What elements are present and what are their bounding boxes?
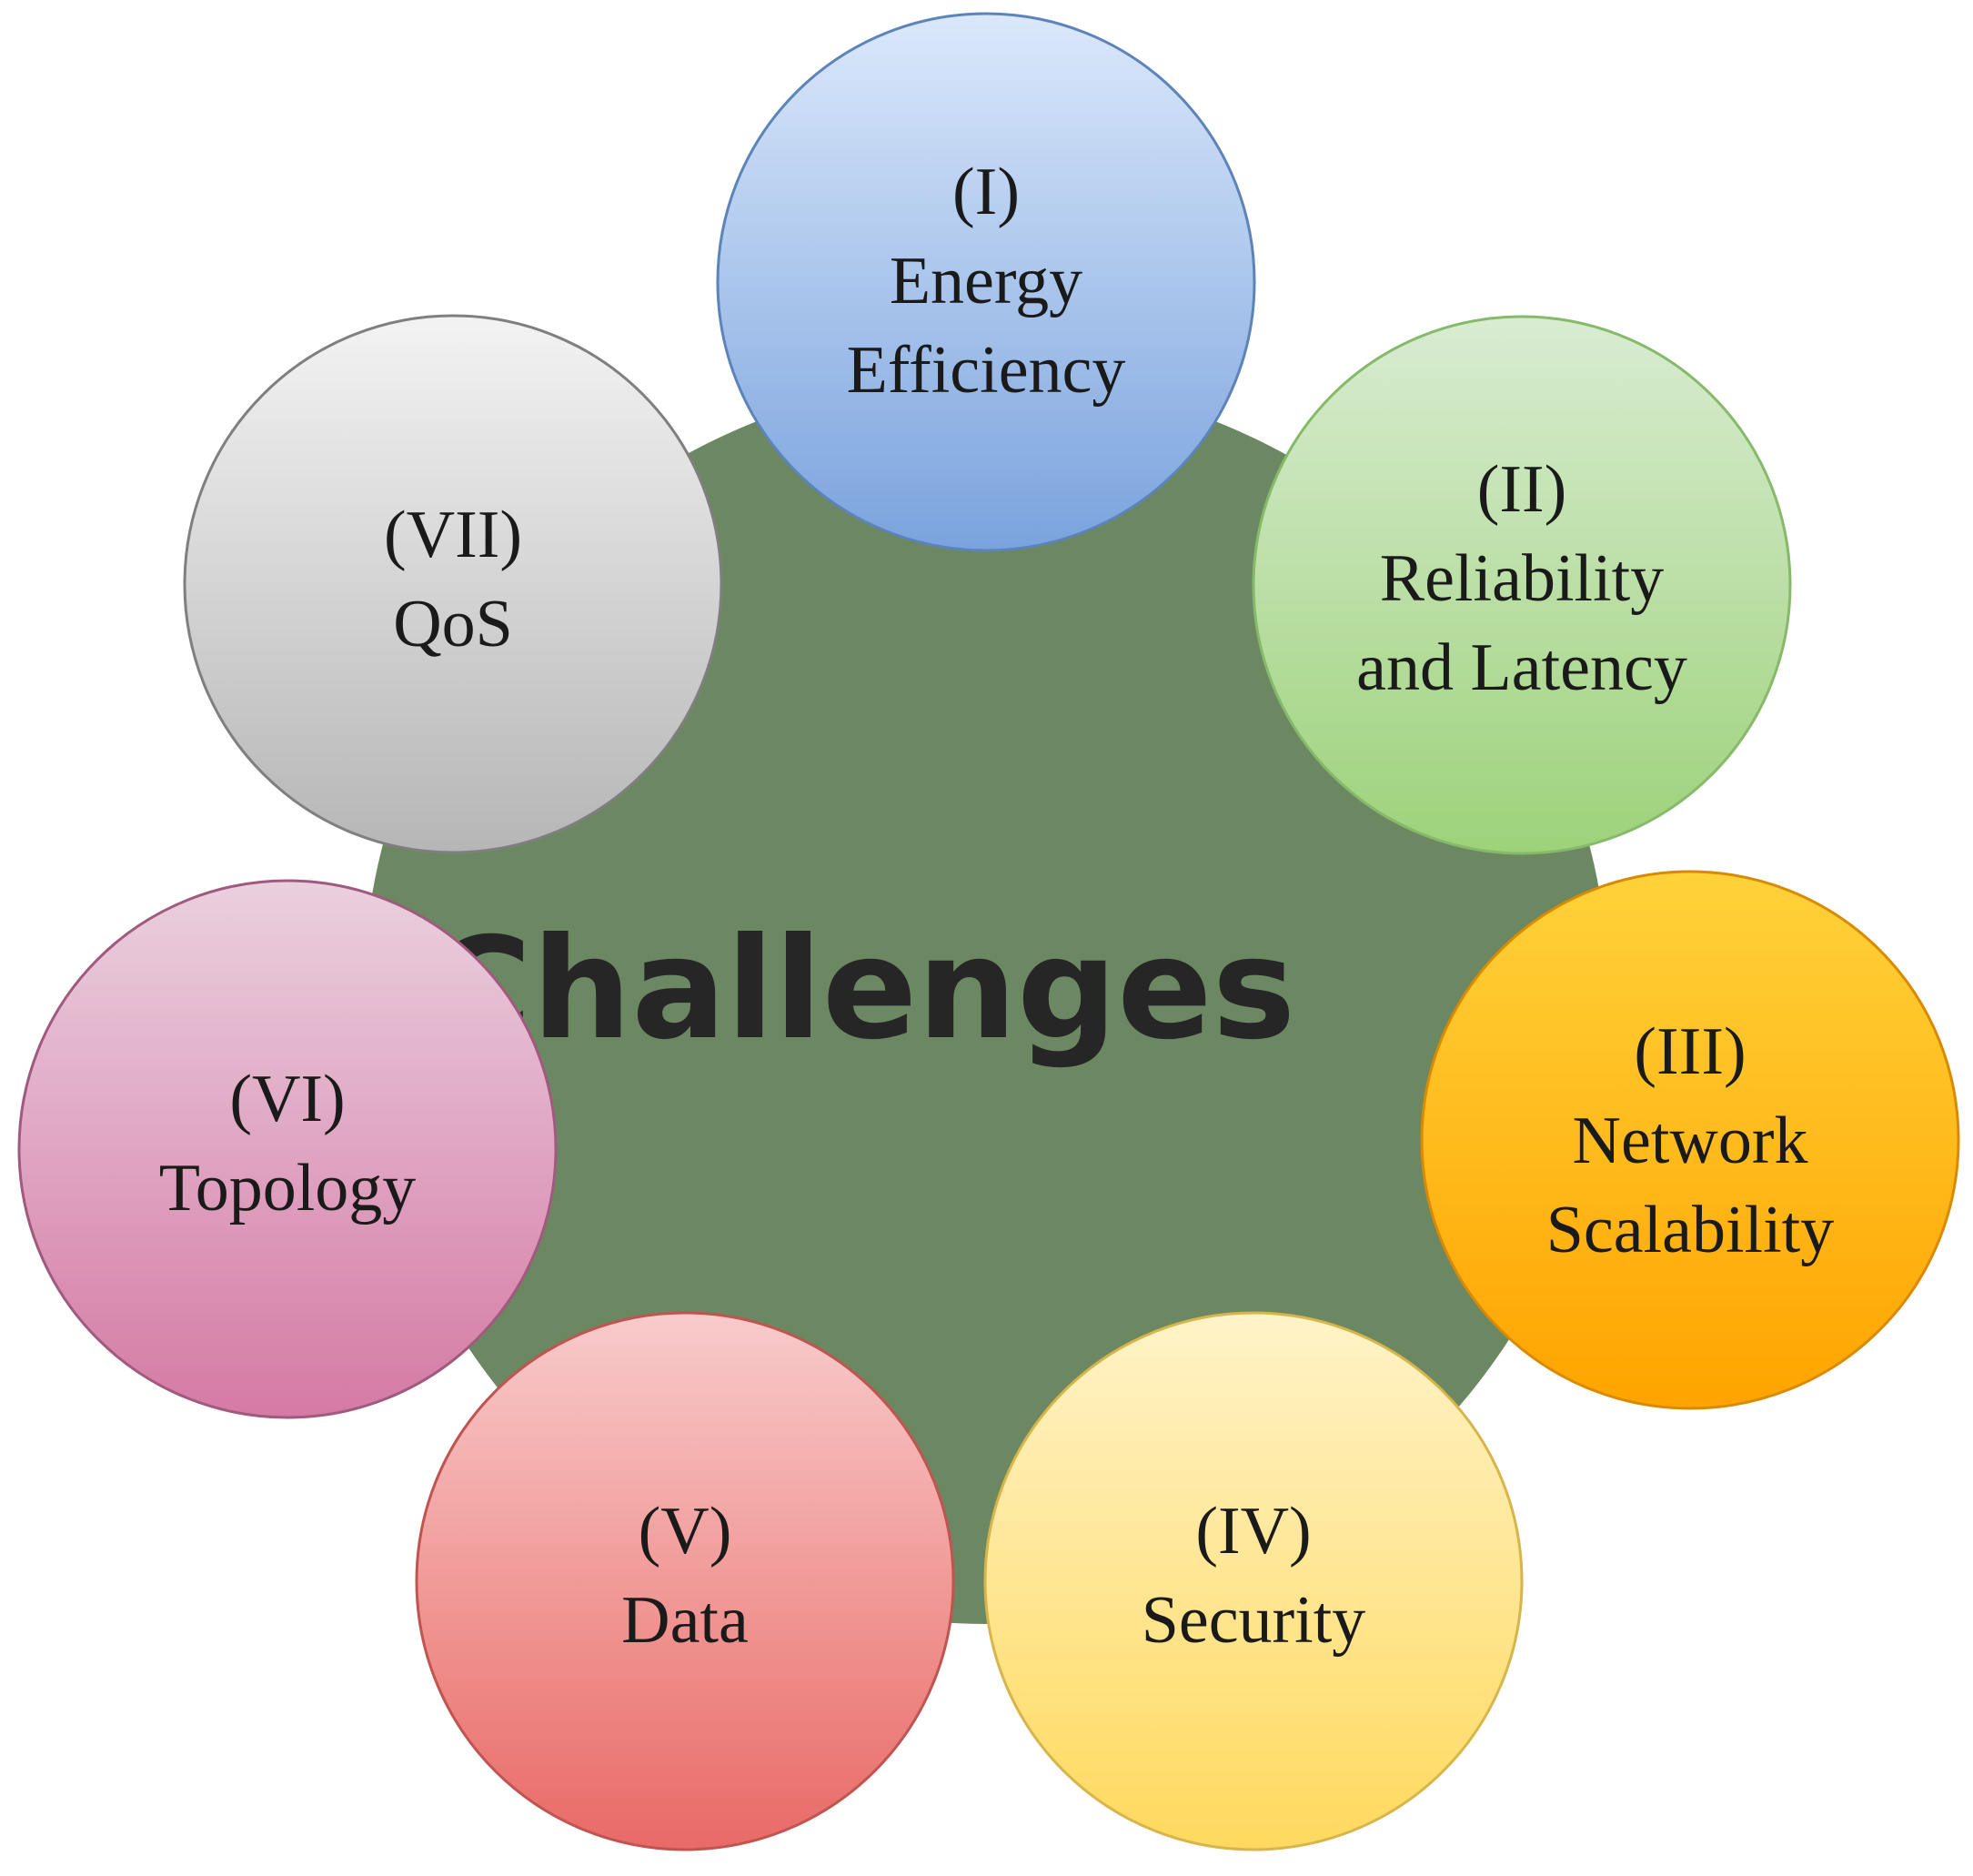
node-numeral-reliability-latency: (II) [1477, 452, 1567, 527]
node-numeral-topology: (VI) [229, 1062, 345, 1136]
node-label-reliability-latency: Reliability [1380, 541, 1664, 616]
node-label-security: Security [1142, 1583, 1366, 1658]
node-reliability-latency: (II) Reliability and Latency [1252, 315, 1792, 855]
node-numeral-network-scalability: (III) [1634, 1014, 1746, 1089]
node-label-energy-efficiency: Efficiency [847, 333, 1126, 408]
node-security: (IV) Security [983, 1311, 1524, 1851]
node-circle-qos [183, 314, 723, 854]
node-numeral-security: (IV) [1195, 1494, 1311, 1568]
node-circle-reliability-latency [1252, 315, 1792, 855]
node-topology: (VI) Topology [17, 879, 558, 1419]
node-numeral-energy-efficiency: (I) [952, 155, 1020, 229]
node-circle-data [415, 1311, 955, 1851]
node-label-reliability-latency: and Latency [1356, 630, 1687, 705]
node-label-network-scalability: Scalability [1546, 1193, 1835, 1267]
node-circle-topology [17, 879, 558, 1419]
node-label-topology: Topology [159, 1151, 417, 1225]
node-label-network-scalability: Network [1573, 1104, 1808, 1178]
node-label-energy-efficiency: Energy [890, 244, 1082, 318]
node-label-qos: QoS [393, 587, 513, 661]
node-qos: (VII) QoS [183, 314, 723, 854]
node-circle-energy-efficiency [716, 12, 1256, 552]
center-title: Challenges [429, 908, 1296, 1071]
node-data: (V) Data [415, 1311, 955, 1851]
node-circle-network-scalability [1420, 870, 1960, 1410]
node-numeral-qos: (VII) [384, 498, 522, 572]
node-circle-security [983, 1311, 1524, 1851]
node-label-data: Data [621, 1583, 749, 1658]
node-numeral-data: (V) [639, 1494, 732, 1568]
